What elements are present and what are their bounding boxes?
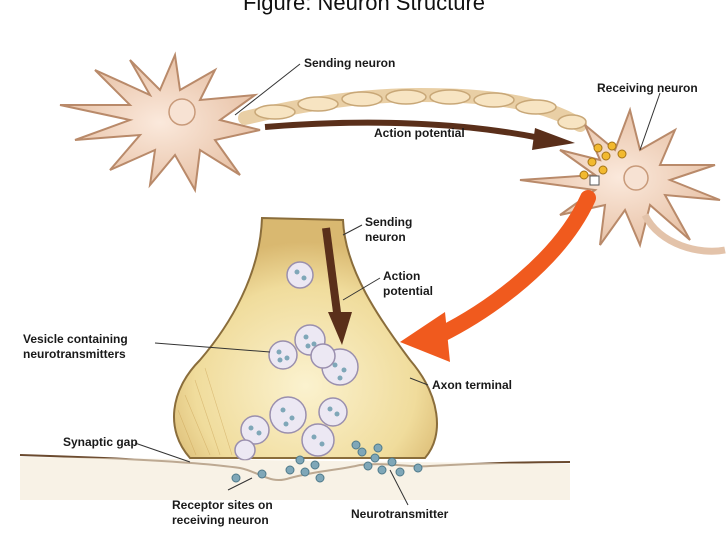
label-sending-neuron-line1: Sending <box>365 215 412 229</box>
magnify-arrow <box>440 198 588 335</box>
sending-neuron-cell <box>60 55 260 190</box>
label-action-potential-line1: Action <box>383 269 420 283</box>
action-potential-arrowhead-top <box>532 128 575 150</box>
label-vesicle-line2: neurotransmitters <box>23 347 126 361</box>
label-neurotransmitter: Neurotransmitter <box>351 507 449 521</box>
page-title: Figure: Neuron Structure <box>243 0 485 15</box>
label-action-potential-line2: potential <box>383 284 433 298</box>
receiving-neuron-cell <box>520 110 725 251</box>
label-sending-neuron-line2: neuron <box>365 230 406 244</box>
label-receptor-line1: Receptor sites on <box>172 498 273 512</box>
label-receptor-line2: receiving neuron <box>172 513 269 527</box>
label-axon-terminal: Axon terminal <box>432 378 512 392</box>
membrane-shading <box>20 457 570 500</box>
label-sending-neuron-top: Sending neuron <box>304 56 395 70</box>
magnify-arrowhead <box>400 312 450 362</box>
label-synaptic-gap: Synaptic gap <box>63 435 138 449</box>
label-action-potential-top: Action potential <box>374 126 465 140</box>
label-vesicle-line1: Vesicle containing <box>23 332 128 346</box>
label-receiving-neuron: Receiving neuron <box>597 81 698 95</box>
